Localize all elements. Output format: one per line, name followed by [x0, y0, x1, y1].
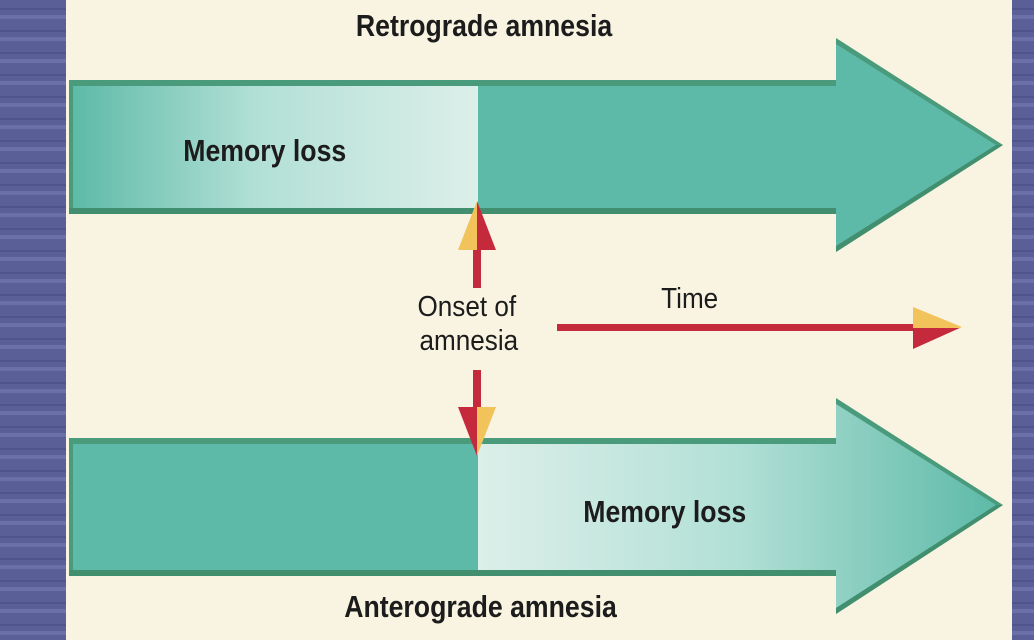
retrograde-amnesia-title: Retrograde amnesia: [355, 8, 613, 43]
left-side-strip: [0, 0, 66, 640]
anterograde-memory-loss-segment: [478, 404, 996, 608]
anterograde-amnesia-title: Anterograde amnesia: [344, 589, 617, 624]
anterograde-arrow: [69, 398, 1003, 614]
time-label: Time: [661, 283, 719, 315]
onset-down-arrow: [458, 370, 496, 456]
right-side-strip: [1012, 0, 1034, 640]
onset-label-line1: Onset of: [417, 291, 517, 323]
memory-loss-label-bottom: Memory loss: [583, 494, 747, 529]
time-arrow: [557, 307, 962, 349]
memory-loss-label-top: Memory loss: [183, 133, 347, 168]
retrograde-memory-loss-segment: [73, 86, 478, 208]
onset-label-line2: amnesia: [419, 325, 519, 357]
retrograde-arrow: [69, 38, 1003, 252]
onset-up-arrow: [458, 201, 496, 288]
